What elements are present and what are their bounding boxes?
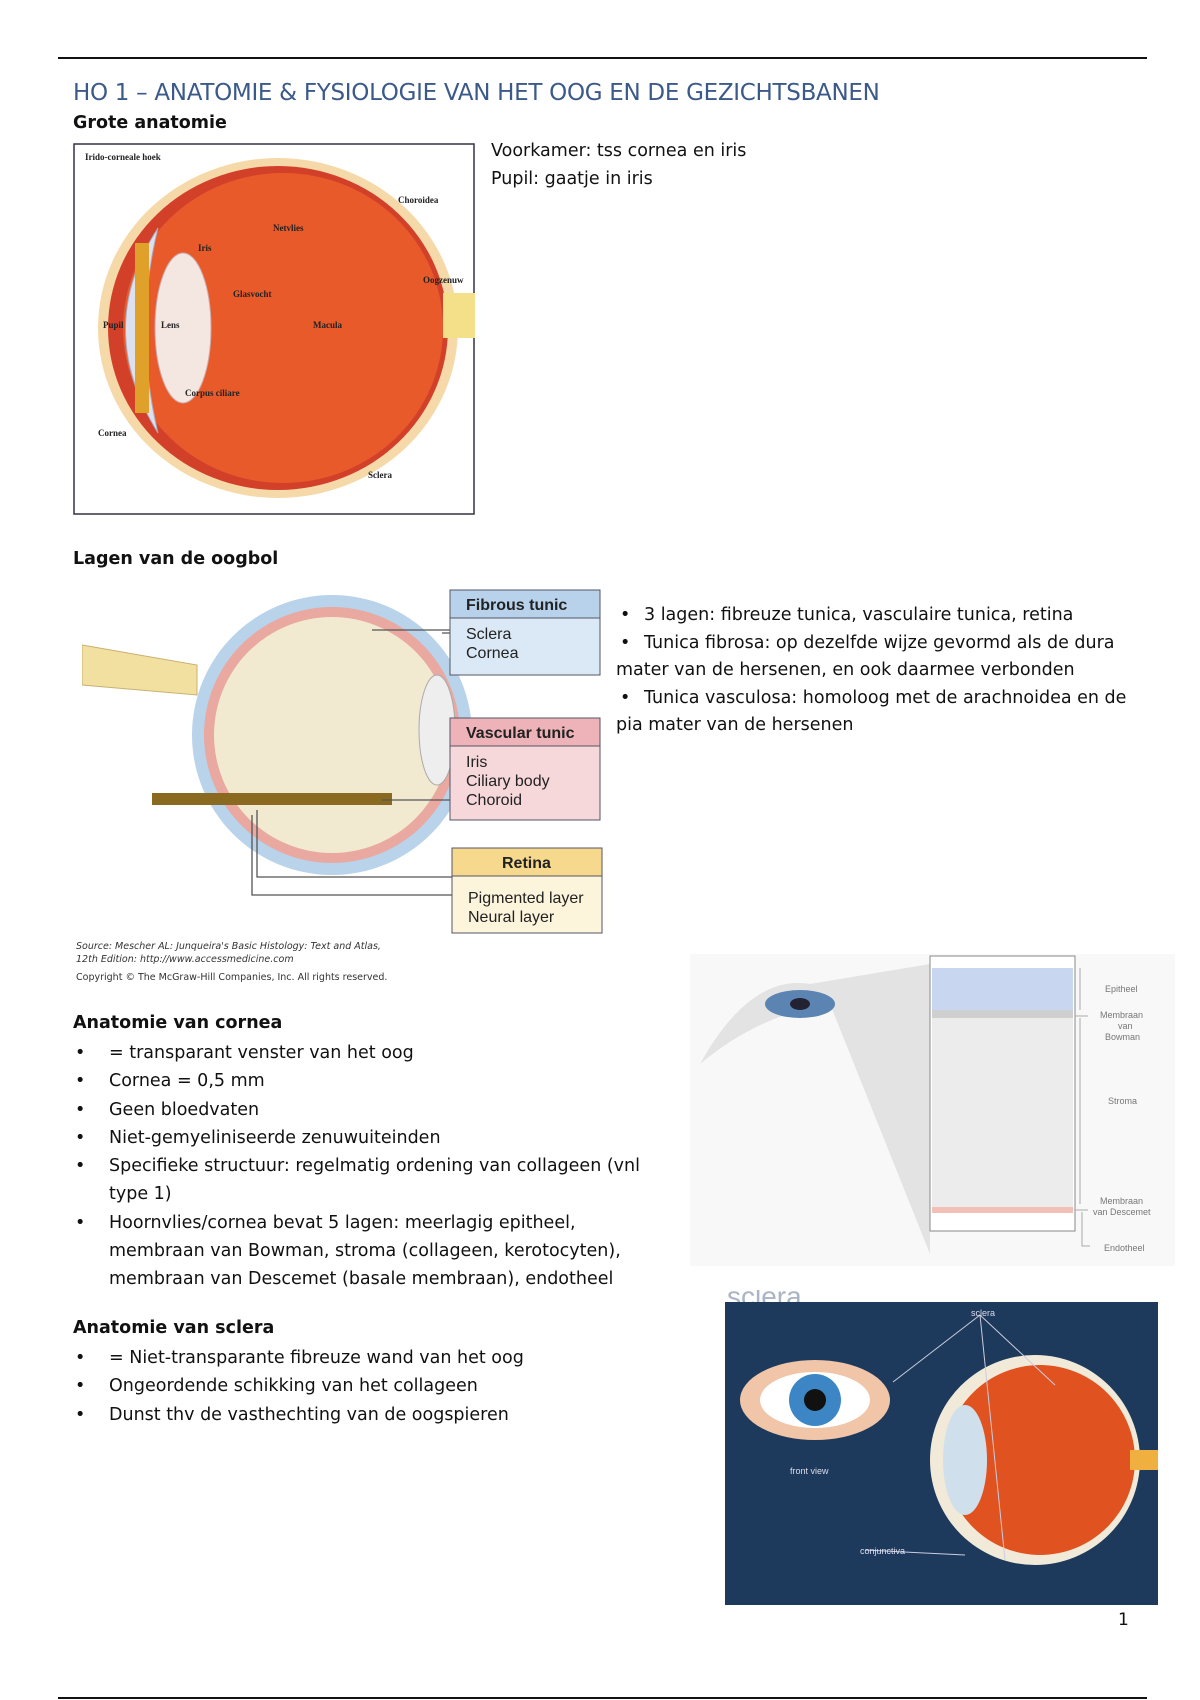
svg-text:Fibrous tunic: Fibrous tunic xyxy=(466,597,567,614)
svg-text:Bowman: Bowman xyxy=(1105,1032,1140,1042)
sclera-figure: sclera sclera front view conjunctiva xyxy=(725,1290,1158,1605)
list-item: •3 lagen: fibreuze tunica, vasculaire tu… xyxy=(620,605,1074,625)
svg-text:Vascular tunic: Vascular tunic xyxy=(466,725,575,742)
sclera-bullets: = Niet-transparante fibreuze wand van he… xyxy=(73,1344,663,1429)
note-pupil: Pupil: gaatje in iris xyxy=(491,169,653,189)
list-item: Hoornvlies/cornea bevat 5 lagen: meerlag… xyxy=(73,1209,673,1294)
svg-text:Neural layer: Neural layer xyxy=(468,909,555,926)
heading-lagen: Lagen van de oogbol xyxy=(73,549,279,569)
svg-text:Irido-corneale hoek: Irido-corneale hoek xyxy=(85,152,161,162)
svg-text:Sclera: Sclera xyxy=(466,626,511,643)
list-item: = Niet-transparante fibreuze wand van he… xyxy=(73,1344,663,1373)
svg-text:Endotheel: Endotheel xyxy=(1104,1243,1145,1253)
list-item: = transparant venster van het oog xyxy=(73,1039,673,1068)
svg-text:Cornea: Cornea xyxy=(98,428,127,438)
heading-grote-anatomie: Grote anatomie xyxy=(73,113,227,133)
lagen-bullets: •3 lagen: fibreuze tunica, vasculaire tu… xyxy=(616,602,1136,740)
svg-text:Membraan: Membraan xyxy=(1100,1010,1143,1020)
page-number: 1 xyxy=(1118,1610,1129,1630)
cornea-bullets: = transparant venster van het oog Cornea… xyxy=(73,1039,673,1294)
svg-text:Cornea: Cornea xyxy=(466,645,519,662)
svg-text:Choroid: Choroid xyxy=(466,792,522,809)
svg-text:Sclera: Sclera xyxy=(368,470,392,480)
svg-text:Iris: Iris xyxy=(466,754,487,771)
svg-text:Ciliary body: Ciliary body xyxy=(466,773,550,790)
svg-text:Membraan: Membraan xyxy=(1100,1196,1143,1206)
figure-source: Source: Mescher AL: Junqueira's Basic Hi… xyxy=(76,941,388,983)
list-item: Cornea = 0,5 mm xyxy=(73,1067,673,1096)
svg-text:Lens: Lens xyxy=(161,320,180,330)
list-item: •Tunica fibrosa: op dezelfde wijze gevor… xyxy=(616,632,1115,681)
svg-text:sclera: sclera xyxy=(971,1308,995,1318)
svg-text:Retina: Retina xyxy=(502,855,551,872)
list-item: Geen bloedvaten xyxy=(73,1096,673,1125)
note-voorkamer: Voorkamer: tss cornea en iris xyxy=(491,141,747,161)
cornea-layers-figure: Epitheel Membraan van Bowman Stroma Memb… xyxy=(690,954,1175,1266)
eye-layers-figure: Fibrous tunic Sclera Cornea Vascular tun… xyxy=(82,589,603,934)
svg-text:Choroidea: Choroidea xyxy=(398,195,439,205)
svg-text:Corpus ciliare: Corpus ciliare xyxy=(185,388,240,398)
svg-text:Epitheel: Epitheel xyxy=(1105,984,1138,994)
svg-text:Macula: Macula xyxy=(313,320,342,330)
svg-text:conjunctiva: conjunctiva xyxy=(860,1546,905,1556)
svg-text:Oogzenuw: Oogzenuw xyxy=(423,275,464,285)
svg-text:Pupil: Pupil xyxy=(103,320,124,330)
eye-anatomy-figure: Irido-corneale hoek Choroidea Netvlies I… xyxy=(73,143,475,515)
list-item: •Tunica vasculosa: homoloog met de arach… xyxy=(616,687,1127,736)
page-title: HO 1 – ANATOMIE & FYSIOLOGIE VAN HET OOG… xyxy=(73,80,880,106)
svg-text:Glasvocht: Glasvocht xyxy=(233,289,272,299)
top-rule xyxy=(58,57,1147,59)
svg-text:Iris: Iris xyxy=(198,243,212,253)
svg-text:front view: front view xyxy=(790,1466,829,1476)
bottom-rule xyxy=(58,1697,1147,1699)
svg-text:van Descemet: van Descemet xyxy=(1093,1207,1151,1217)
svg-text:Pigmented layer: Pigmented layer xyxy=(468,890,584,907)
heading-sclera: Anatomie van sclera xyxy=(73,1318,275,1338)
svg-text:Stroma: Stroma xyxy=(1108,1096,1137,1106)
list-item: Ongeordende schikking van het collageen xyxy=(73,1372,663,1401)
list-item: Specifieke structuur: regelmatig ordenin… xyxy=(73,1152,673,1209)
svg-text:Netvlies: Netvlies xyxy=(273,223,304,233)
list-item: Niet-gemyeliniseerde zenuwuiteinden xyxy=(73,1124,673,1153)
list-item: Dunst thv de vasthechting van de oogspie… xyxy=(73,1401,663,1430)
svg-text:van: van xyxy=(1118,1021,1133,1031)
heading-cornea: Anatomie van cornea xyxy=(73,1013,283,1033)
